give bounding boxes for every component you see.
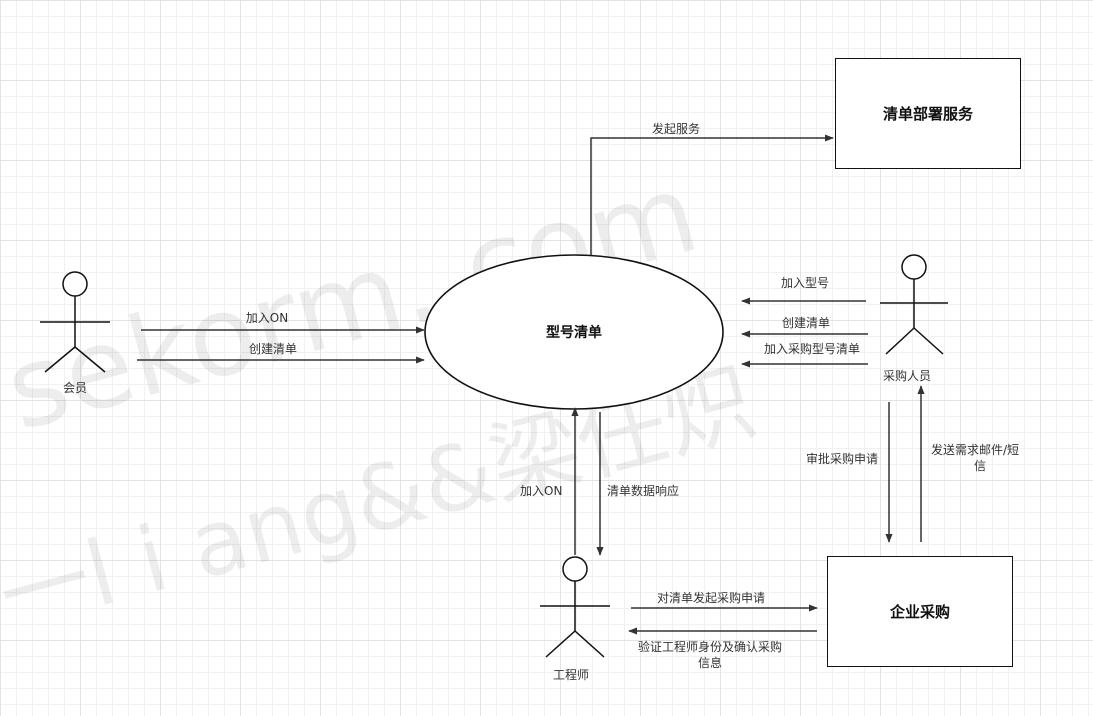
flow-purchaser-create-list-label: 创建清单 (781, 316, 831, 330)
flow-approve-purchase-label: 审批采购申请 (806, 452, 879, 466)
actor-member-label: 会员 (62, 381, 88, 395)
flow-start-service-label: 发起服务 (651, 122, 701, 136)
actor-engineer-figure[interactable] (540, 556, 610, 658)
flow-send-email-sms-label-1: 发送需求邮件/短 (931, 443, 1020, 457)
flow-verify-label-1: 验证工程师身份及确认采购 (637, 640, 783, 654)
actor-engineer-label: 工程师 (552, 668, 590, 682)
flow-list-data-response-label: 清单数据响应 (607, 484, 680, 498)
flow-purchaser-add-model-label: 加入型号 (780, 276, 830, 290)
flow-engineer-add-on-label: 加入ON (520, 484, 563, 498)
entity-enterprise-purchase[interactable]: 企业采购 (827, 556, 1013, 667)
flow-purchaser-add-purchase-list-label: 加入采购型号清单 (763, 342, 861, 356)
process-label: 型号清单 (546, 325, 602, 341)
flow-verify-label-2: 信息 (697, 656, 723, 670)
entity-deploy-service[interactable]: 清单部署服务 (835, 58, 1021, 169)
flow-request-purchase-label: 对清单发起采购申请 (656, 591, 766, 605)
flow-member-create-list-label: 创建清单 (248, 342, 298, 356)
flow-send-email-sms-label-2: 信 (973, 459, 987, 473)
actor-purchaser-label: 采购人员 (882, 369, 932, 383)
flow-start-service-arrow (590, 134, 834, 255)
entity-enterprise-purchase-label: 企业采购 (889, 603, 950, 621)
flow-member-add-on-label: 加入ON (245, 311, 289, 325)
actor-member-figure[interactable] (40, 271, 110, 373)
actor-purchaser-figure[interactable] (880, 254, 948, 355)
entity-deploy-service-label: 清单部署服务 (882, 105, 973, 123)
